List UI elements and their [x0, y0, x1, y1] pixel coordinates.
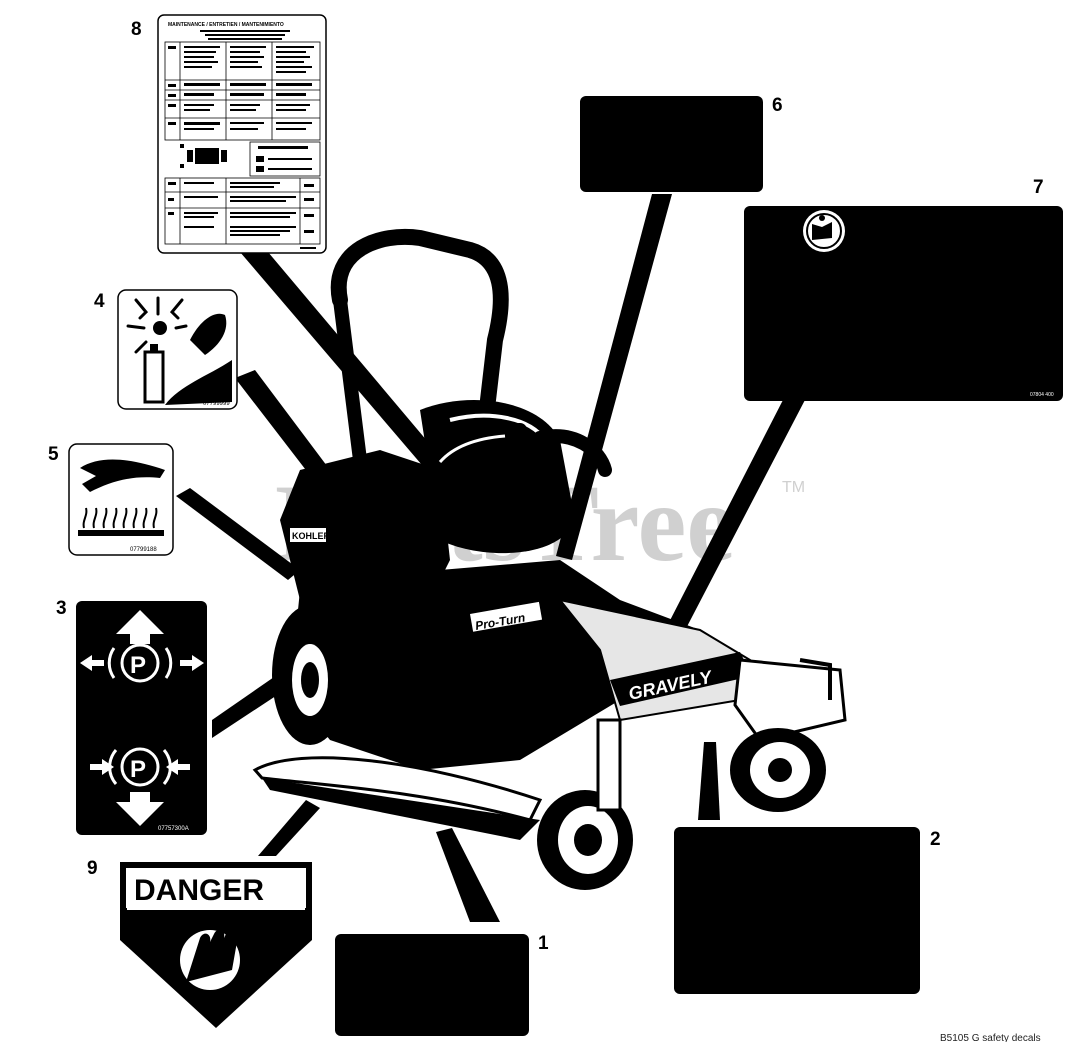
decal-4-fan-hazard: 07799999	[117, 289, 238, 410]
decal-8-maintenance: MAINTENANCE / ENTRETIEN / MANTENIMIENTO	[157, 14, 327, 254]
svg-text:P: P	[130, 652, 146, 679]
arrow-in-left-icon	[90, 759, 114, 775]
arrow-right-icon	[180, 655, 204, 671]
danger-text: DANGER	[134, 874, 264, 907]
callout-7: 7	[1033, 177, 1044, 198]
decal-8-title: MAINTENANCE / ENTRETIEN / MANTENIMIENTO	[168, 22, 284, 28]
decal-3-number: 07757300A	[158, 826, 189, 832]
callout-2: 2	[930, 829, 941, 850]
mower-illustration: KOHLER GRAVELY Pro-Turn	[252, 228, 847, 890]
callout-6: 6	[772, 95, 783, 116]
decal-5-hand	[80, 459, 165, 492]
decal-6	[580, 96, 763, 192]
footer-reference: B5105 G safety decals	[940, 1033, 1041, 1042]
leader-7	[662, 398, 806, 640]
mower-deck	[252, 756, 543, 822]
leader-5	[176, 488, 300, 580]
arrow-up-icon	[116, 610, 164, 644]
callout-1: 1	[538, 933, 549, 954]
decal-3-parking-brake: P P 07757300A	[76, 601, 207, 835]
decal-2	[674, 827, 920, 994]
leader-6	[556, 194, 672, 560]
leader-2	[698, 742, 720, 820]
decal-1	[335, 934, 529, 1036]
callout-3: 3	[56, 598, 67, 619]
engine-badge	[290, 528, 326, 542]
brand-plate	[610, 652, 752, 706]
parking-brake-applied-icon	[120, 747, 160, 787]
leader-1	[436, 828, 500, 922]
leader-lines	[176, 194, 806, 922]
callout-4: 4	[94, 291, 105, 312]
engine	[280, 450, 450, 600]
callout-5: 5	[48, 444, 59, 465]
decal-4-hand	[165, 360, 232, 405]
control-arm-right	[533, 429, 612, 477]
control-arm-left	[423, 423, 527, 477]
arrow-in-right-icon	[166, 759, 190, 775]
decal-4-number: 07799999	[203, 401, 230, 407]
parking-brake-icon	[120, 643, 160, 683]
svg-text:P: P	[130, 756, 146, 783]
callout-numbers: 8 6 7 4 5 3 2 9 1	[48, 19, 1044, 954]
callout-9: 9	[87, 858, 98, 879]
arrow-left-icon	[80, 655, 104, 671]
rops-bar	[330, 228, 509, 408]
watermark-tm: TM	[782, 479, 805, 496]
decal-5-hot-surface: 07799188	[68, 443, 174, 556]
leader-9	[258, 800, 320, 856]
arrow-down-icon	[116, 792, 164, 826]
engine-badge-text: KOHLER	[292, 531, 331, 541]
model-badge	[470, 601, 543, 632]
decal-7-number: 07804 400	[1030, 392, 1054, 398]
leader-4	[235, 370, 330, 478]
decal-5-heat-waves	[82, 507, 158, 529]
callout-8: 8	[131, 19, 142, 40]
decal-5-number: 07799188	[130, 547, 157, 553]
decal-9-danger: DANGER	[120, 862, 312, 1028]
decal-7: 07804 400	[744, 206, 1063, 401]
